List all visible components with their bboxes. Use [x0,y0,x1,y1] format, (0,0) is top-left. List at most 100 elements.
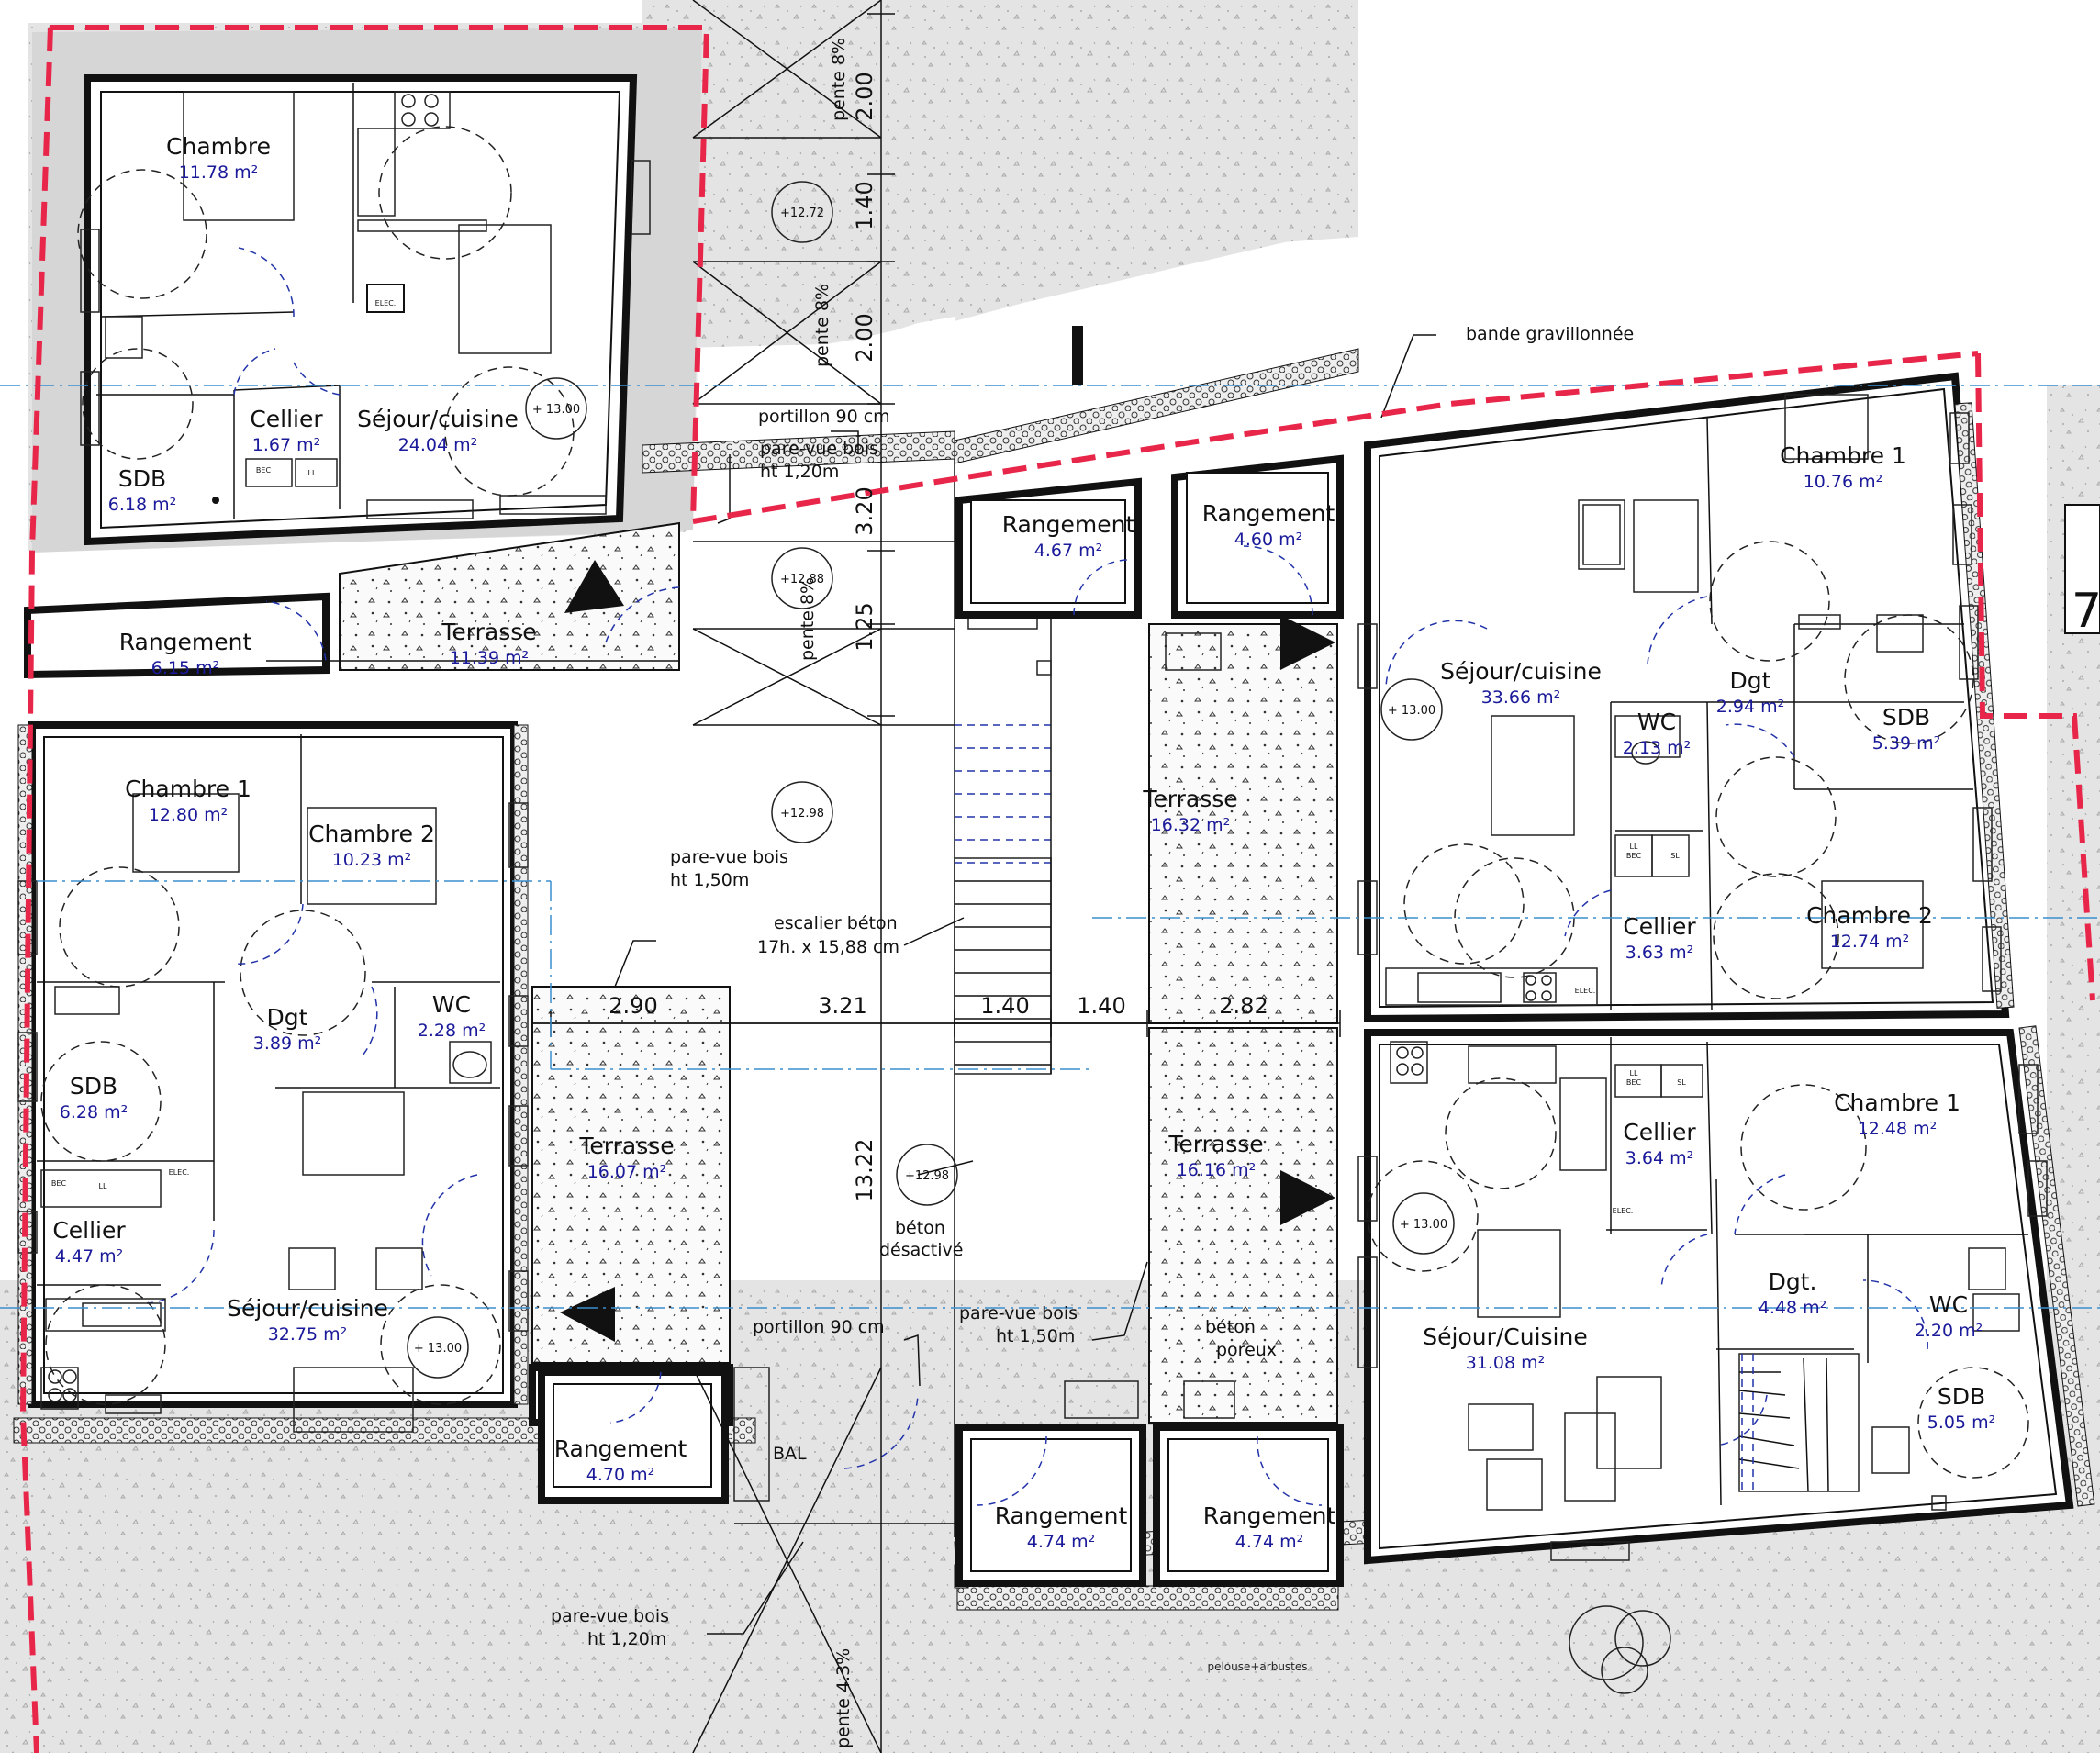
room-area: 4.74 m² [1027,1532,1095,1552]
entrance-arrows [560,560,1335,1342]
level-value: + 13.00 [532,403,580,417]
level-value: +12.88 [780,573,824,586]
gravel-label: bande gravillonnée [1466,324,1634,344]
fixture-label: BEC [256,466,272,475]
room-area: 5.05 m² [1927,1412,1995,1433]
pare-vue-label: pare-vue bois [551,1606,669,1626]
room-area: 10.76 m² [1804,472,1883,492]
room-area: 2.13 m² [1623,738,1691,758]
windows [17,160,2048,1561]
room-area: 3.89 m² [253,1033,321,1054]
fixture-label: LL [1630,843,1638,851]
stair-e [1738,1353,1860,1492]
stair-steps [955,880,1051,1066]
level-value: + 13.00 [414,1342,462,1356]
fixture-label: ELEC. [1613,1207,1634,1215]
room-labels: Chambre 11.78 m² Séjour/cuisine 24.04 m²… [52,133,1995,1552]
surface-label: béton [895,1218,945,1238]
room-area: 11.39 m² [450,648,530,668]
room-area: 12.80 m² [149,805,229,825]
fixture-label: BEC [51,1179,67,1188]
room-area: 5.39 m² [1872,733,1940,754]
fixture-label: ELEC. [375,299,397,307]
room-area: 4.47 m² [55,1246,123,1267]
room-name: Chambre 1 [125,776,251,802]
room-name: SDB [70,1073,117,1100]
slope-label: pente 8% [812,284,832,367]
leaders [614,334,1436,1635]
room-area: 10.23 m² [332,850,412,870]
room-area: 2.20 m² [1915,1321,1983,1341]
room-area: 12.74 m² [1830,932,1910,952]
dimension-label: 2.90 [609,993,657,1019]
edge-number: 7 [2072,584,2100,639]
room-name: Cellier [52,1217,126,1244]
room-area: 16.07 m² [587,1162,667,1182]
fixture-label: LL [308,469,317,477]
room-name: Chambre 2 [1806,902,1933,929]
room-area: 2.94 m² [1716,697,1784,717]
stair-label: escalier béton [774,913,898,933]
trees [1569,1605,1671,1694]
room-area: 32.75 m² [268,1324,348,1345]
reference-lines [0,25,2100,1753]
slope-label: pente 4.3% [833,1648,854,1748]
dimensions: 2.00 1.40 2.00 3.20 1.25 13.22 2.90 3.21… [609,72,1268,1201]
building-b [17,721,529,1433]
room-name: WC [1929,1291,1968,1318]
room-name: WC [1637,709,1676,735]
room-area: 12.48 m² [1858,1119,1938,1139]
fixture-label: LL [99,1182,107,1190]
room-area: 24.04 m² [398,435,478,455]
stair-dashed [955,724,1051,864]
room-name: SDB [1882,704,1930,731]
fixture-label: ELEC. [1575,987,1596,995]
room-name: WC [432,991,471,1018]
room-name: Rangement [995,1502,1128,1529]
fixture-label: BEC [1626,852,1642,860]
level-value: +12.72 [780,207,824,220]
portillon-label: portillon 90 cm [758,407,890,427]
central-storage-bottom [955,1424,1344,1587]
room-name: Rangement [1002,511,1135,538]
room-area: 33.66 m² [1481,687,1561,708]
dimension-label: 2.00 [852,72,877,120]
dimension-label: 2.82 [1219,993,1268,1019]
dimension-label: 2.00 [852,313,877,362]
room-name: Séjour/cuisine [227,1295,388,1322]
central-terraces [1064,623,1338,1424]
room-area: 4.70 m² [586,1465,654,1485]
room-name: Rangement [1202,500,1335,527]
room-name: Terrasse [1142,786,1237,812]
room-name: Chambre 1 [1834,1089,1960,1116]
stair-label: 17h. x 15,88 cm [757,937,899,957]
central-circulation [532,0,1147,1753]
room-name: Séjour/cuisine [1440,658,1602,685]
fixture-labels: BEC LL ELEC. BEC LL ELEC. BEC LL SL ELEC… [51,299,1686,1215]
dimension-label: 1.25 [852,602,877,651]
room-area: 4.67 m² [1034,541,1102,561]
room-name: Séjour/Cuisine [1423,1323,1587,1350]
room-name: Rangement [119,629,252,655]
slope-label: pente 8% [829,38,849,121]
fixture-label: ELEC. [169,1168,190,1177]
room-area: 3.63 m² [1625,943,1693,963]
pare-vue-label: pare-vue bois [959,1303,1078,1323]
surface-label: béton [1205,1317,1256,1337]
room-name: Cellier [1623,1119,1696,1145]
fixture-label: BEC [1626,1078,1642,1087]
fixture-label: LL [1630,1069,1638,1077]
dimension-label: 13.22 [852,1139,877,1202]
surface-label: désactivé [879,1240,963,1260]
room-area: 3.64 m² [1625,1148,1693,1168]
room-name: SDB [1938,1383,1985,1410]
room-area: 6.18 m² [108,495,176,515]
pare-vue-label: pare-vue bois [670,847,788,867]
fixture-label: SL [1677,1078,1686,1087]
level-markers: + 13.00 + 13.00 + 13.00 + 13.00 +12.72 +… [407,181,1455,1379]
room-area: 31.08 m² [1466,1353,1546,1373]
room-name: Terrasse [441,619,536,645]
pare-vue-label: pare-vue bois [760,439,878,459]
room-name: SDB [118,465,166,492]
